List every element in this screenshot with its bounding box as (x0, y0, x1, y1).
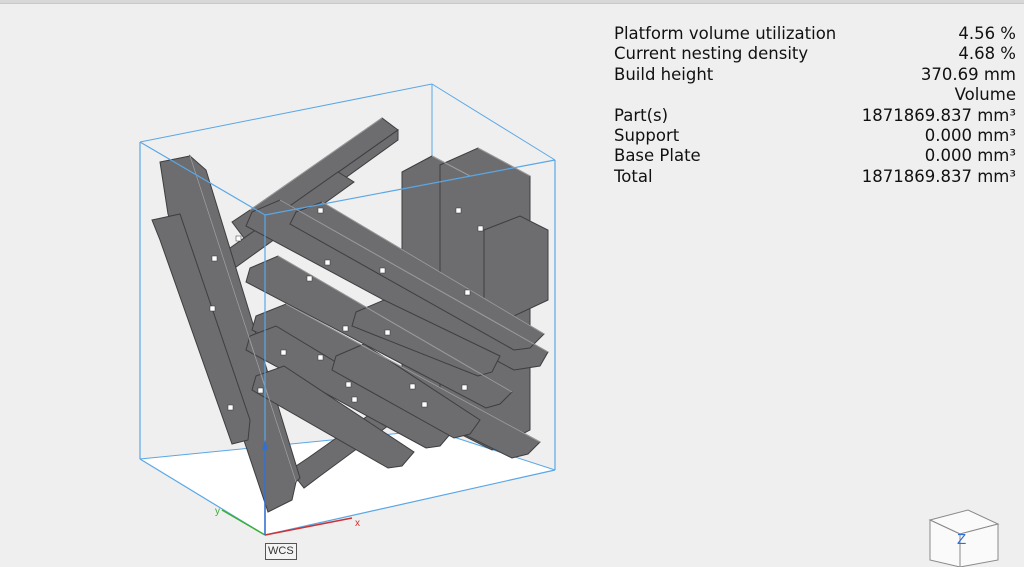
stat-label: Base Plate (614, 146, 701, 166)
build-plate-floor (140, 430, 555, 535)
stat-current-nesting-density: Current nesting density 4.68 % (614, 44, 1016, 64)
volume-header-row: Volume (614, 85, 1016, 105)
stat-support-volume: Support 0.000 mm³ (614, 126, 1016, 146)
stat-platform-volume-utilization: Platform volume utilization 4.56 % (614, 24, 1016, 44)
z-axis-arrow-icon (262, 440, 268, 450)
stat-value: 0.000 mm³ (924, 125, 1016, 145)
stat-label: Total (614, 166, 653, 186)
volume-header: Volume (954, 85, 1016, 105)
stat-label: Build height (614, 64, 714, 84)
view-cube-z-label: Z (957, 531, 967, 548)
stat-value: 4.56 % (958, 24, 1016, 43)
part-edge-highlights (189, 117, 549, 483)
build-scene[interactable] (0, 4, 1024, 567)
stat-label: Platform volume utilization (614, 24, 837, 43)
x-axis-line (264, 517, 353, 536)
y-axis-line (221, 509, 266, 536)
wcs-label: WCS (265, 543, 297, 560)
window-top-edge (0, 0, 1024, 4)
stat-total-volume: Total 1871869.837 mm³ (614, 167, 1016, 187)
view-cube-icon[interactable] (928, 509, 1000, 567)
stat-base-plate-volume: Base Plate 0.000 mm³ (614, 146, 1016, 166)
stat-value: 0.000 mm³ (924, 146, 1016, 166)
stat-label: Support (614, 125, 680, 145)
stat-build-height: Build height 370.69 mm (614, 65, 1016, 85)
stat-label: Part(s) (614, 105, 669, 125)
stat-label: Current nesting density (614, 44, 809, 64)
3d-viewport[interactable]: x y Z (0, 4, 1024, 567)
stat-value: 4.68 % (958, 44, 1016, 64)
origin-axes (221, 445, 353, 536)
stat-value: 1871869.837 mm³ (861, 105, 1016, 125)
stat-value: 370.69 mm (920, 64, 1016, 84)
stat-parts-volume: Part(s) 1871869.837 mm³ (614, 106, 1016, 126)
statistics-panel: Platform volume utilization 4.56 % Curre… (614, 24, 1016, 187)
support-markers (209, 207, 484, 411)
y-axis-label: y (215, 506, 220, 517)
x-axis-label: x (355, 518, 360, 529)
stat-value: 1871869.837 mm³ (861, 166, 1016, 186)
nested-parts[interactable] (151, 117, 549, 513)
